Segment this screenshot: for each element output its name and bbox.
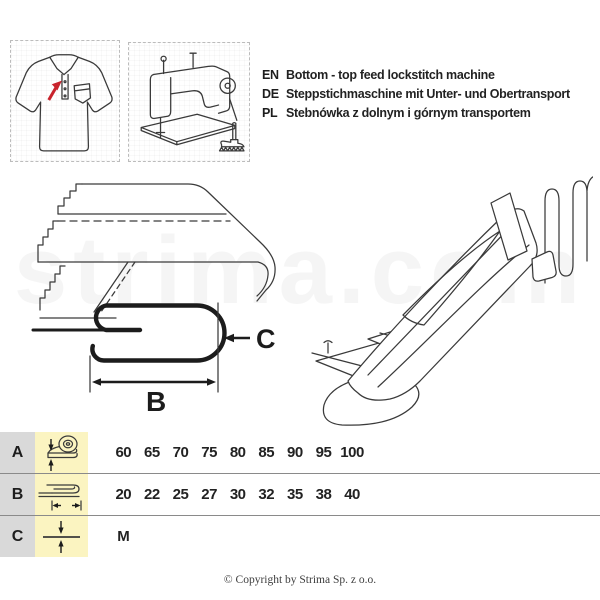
lang-text: Steppstichmaschine mit Unter- und Obertr… bbox=[286, 87, 570, 101]
row-values: 20 22 25 27 30 32 35 38 40 bbox=[88, 474, 600, 515]
row-letter: A bbox=[0, 432, 35, 473]
strap-band bbox=[490, 192, 528, 261]
table-row: B 20 22 25 27 30 32 35 38 40 bbox=[0, 474, 600, 516]
table-value: 100 bbox=[340, 444, 364, 461]
row-values: 60 65 70 75 80 85 90 95 100 bbox=[88, 432, 600, 473]
table-row: C M bbox=[0, 516, 600, 557]
binding-pointer-arrow bbox=[47, 80, 62, 101]
tape-roll-width-icon bbox=[35, 432, 88, 473]
table-value: 30 bbox=[229, 486, 246, 503]
row-letter: B bbox=[0, 474, 35, 515]
dimension-b: B bbox=[89, 302, 219, 415]
lang-text: Stebnówka z dolnym i górnym transportem bbox=[286, 106, 531, 120]
table-value: 40 bbox=[344, 486, 360, 503]
binding-cross-section-diagram: C B bbox=[31, 183, 276, 415]
table-value: 80 bbox=[229, 444, 246, 461]
copyright-notice: © Copyright by Strima Sp. z o.o. bbox=[223, 574, 377, 586]
table-value: 75 bbox=[201, 444, 217, 461]
tension-wire bbox=[544, 176, 593, 284]
table-row: A 60 65 70 75 80 85 90 95 100 bbox=[0, 432, 600, 474]
machine-pictogram-box bbox=[128, 42, 250, 162]
lang-code: PL bbox=[262, 106, 278, 120]
lang-row-pl: PL Stebnówka z dolnym i górnym transport… bbox=[262, 104, 570, 123]
top-bottom-feed-icon bbox=[218, 121, 245, 152]
table-value: 27 bbox=[201, 486, 217, 503]
table-value: 35 bbox=[287, 486, 303, 503]
binder-attachment-drawing bbox=[311, 176, 593, 426]
table-value: 60 bbox=[115, 444, 132, 461]
table-value: 25 bbox=[172, 486, 189, 503]
row-values: M bbox=[88, 516, 600, 557]
lang-text: Bottom - top feed lockstitch machine bbox=[286, 68, 495, 82]
dimension-c-label: C bbox=[256, 324, 276, 354]
lang-code: EN bbox=[262, 68, 279, 82]
material-thickness-icon bbox=[35, 516, 88, 557]
table-value: 38 bbox=[315, 486, 332, 503]
table-value: 22 bbox=[144, 486, 160, 503]
folded-binding-width-icon bbox=[35, 474, 88, 515]
table-value: 90 bbox=[287, 444, 303, 461]
dimension-b-label: B bbox=[146, 386, 166, 415]
polo-shirt-icon bbox=[15, 54, 113, 152]
lang-row-en: EN Bottom - top feed lockstitch machine bbox=[262, 66, 570, 85]
dimension-c: C bbox=[224, 324, 276, 354]
table-value: 85 bbox=[258, 444, 275, 461]
binding-tape-outline bbox=[90, 303, 227, 363]
table-value: M bbox=[117, 528, 130, 545]
application-pictogram-box bbox=[10, 40, 120, 162]
lang-row-de: DE Steppstichmaschine mit Unter- und Obe… bbox=[262, 85, 570, 104]
row-letter: C bbox=[0, 516, 35, 557]
table-value: 20 bbox=[115, 486, 132, 503]
table-value: 32 bbox=[258, 486, 275, 503]
lang-code: DE bbox=[262, 87, 279, 101]
product-description: EN Bottom - top feed lockstitch machine … bbox=[262, 66, 570, 123]
table-value: 70 bbox=[172, 444, 189, 461]
table-value: 65 bbox=[144, 444, 160, 461]
lockstitch-machine-icon bbox=[140, 52, 245, 152]
size-table: A 60 65 70 75 80 85 90 95 100 B bbox=[0, 432, 600, 557]
table-value: 95 bbox=[315, 444, 332, 461]
